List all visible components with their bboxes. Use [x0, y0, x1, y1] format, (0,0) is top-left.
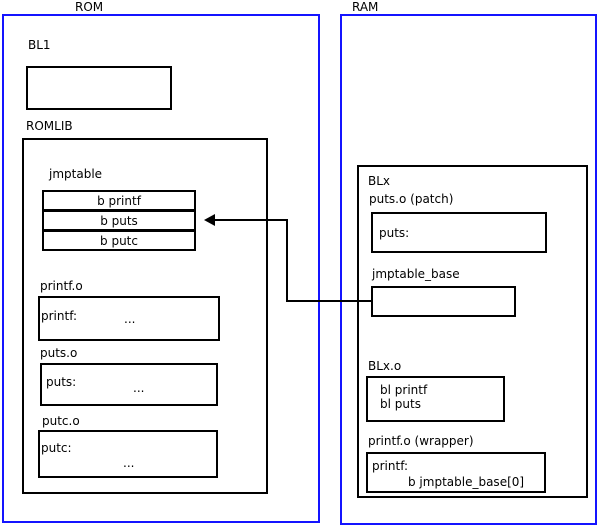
- ram-region-title: RAM: [352, 0, 379, 14]
- connector-segment-top: [214, 219, 288, 221]
- printf-o-box: [38, 296, 220, 341]
- printf-wrapper-box: [366, 452, 546, 493]
- putc-o-body: ...: [123, 456, 135, 470]
- bl1-label: BL1: [28, 38, 51, 52]
- puts-o-label: puts.o: [40, 346, 78, 360]
- puts-patch-label: puts.o (patch): [369, 192, 454, 206]
- putc-o-box: [38, 430, 218, 478]
- puts-o-symbol: puts:: [46, 375, 77, 389]
- putc-o-symbol: putc:: [41, 441, 72, 455]
- jmptable-base-label: jmptable_base: [372, 267, 460, 281]
- jmptable-label: jmptable: [49, 167, 103, 181]
- rom-region-title: ROM: [75, 0, 104, 14]
- blx-o-line-1: bl puts: [380, 397, 421, 411]
- puts-patch-symbol: puts:: [379, 226, 410, 240]
- putc-o-label: putc.o: [42, 414, 80, 428]
- arrow-left-icon: [204, 214, 215, 226]
- printf-wrapper-symbol: printf:: [372, 459, 409, 473]
- blx-o-label: BLx.o: [368, 359, 402, 373]
- jmptable-base-box: [371, 286, 516, 317]
- blx-label: BLx: [368, 174, 391, 188]
- blx-o-box: [366, 376, 505, 422]
- puts-patch-box: [371, 212, 547, 253]
- jmptable-entry-1: b puts: [42, 210, 196, 231]
- rom-region: [2, 14, 320, 523]
- puts-o-body: ...: [133, 381, 145, 395]
- bl1-box: [26, 66, 172, 110]
- ram-region: [340, 14, 597, 525]
- blx-o-line-0: bl printf: [380, 383, 428, 397]
- connector-segment-bottom: [286, 300, 372, 302]
- printf-wrapper-instruction: b jmptable_base[0]: [408, 475, 525, 489]
- jmptable-entry-2: b putc: [42, 230, 196, 251]
- printf-wrapper-label: printf.o (wrapper): [368, 434, 474, 448]
- jmptable-entry-0: b printf: [42, 190, 196, 211]
- puts-o-box: [40, 363, 218, 406]
- printf-o-body: ...: [124, 312, 136, 326]
- romlib-label: ROMLIB: [26, 119, 73, 133]
- printf-o-symbol: printf:: [41, 309, 78, 323]
- printf-o-label: printf.o: [40, 279, 83, 293]
- connector-segment-vertical: [286, 219, 288, 302]
